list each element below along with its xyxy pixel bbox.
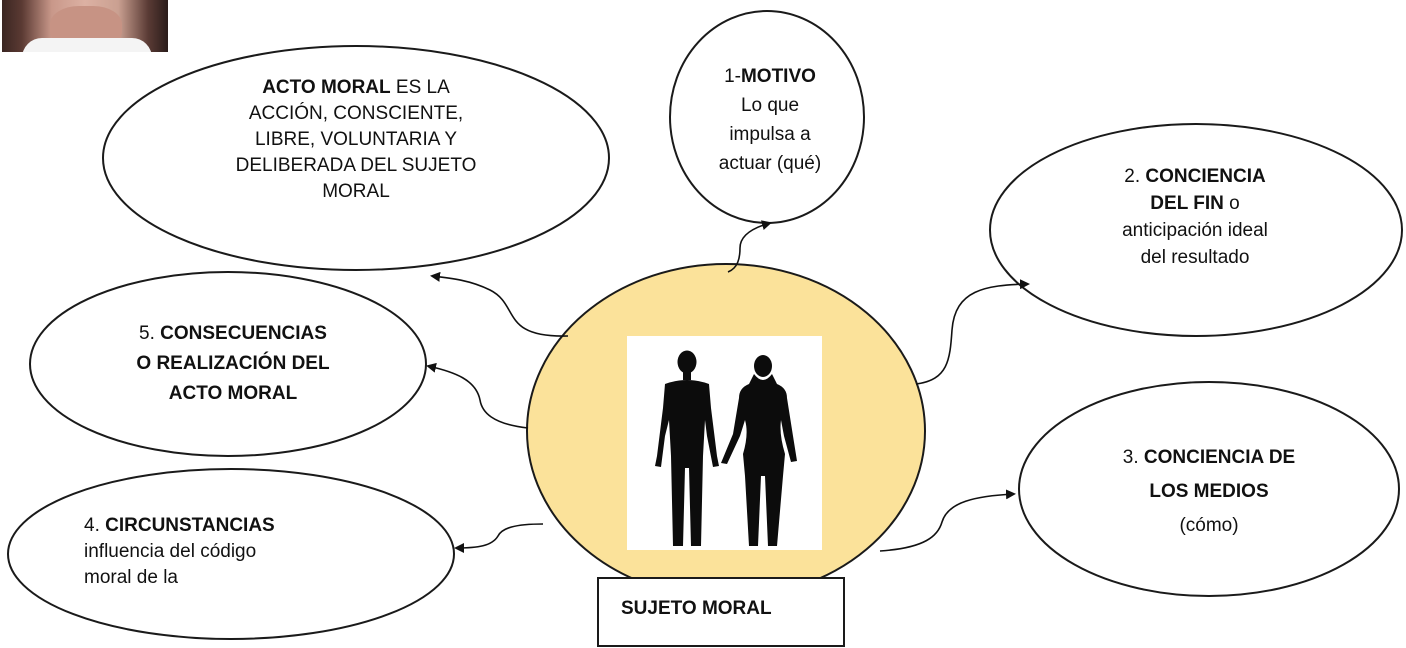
acto-moral-text: ACTO MORAL ES LA ACCIÓN, CONSCIENTE, LIB… (196, 75, 516, 205)
circunstancias-line-2: influencia del código (84, 541, 257, 562)
consecuencias-text: 5. CONSECUENCIAS O REALIZACIÓN DEL ACTO … (98, 319, 368, 409)
consecuencias-number: 5. (139, 323, 161, 344)
acto-moral-ellipse (102, 45, 610, 271)
circunstancias-number: 4. (84, 515, 106, 536)
acto-moral-line-3: LIBRE, VOLUNTARIA Y (254, 129, 458, 150)
conciencia-medios-title-2: LOS MEDIOS (1149, 481, 1269, 502)
consecuencias-title: CONSECUENCIAS (160, 323, 327, 344)
circunstancias-line-1: 4. CIRCUNSTANCIAS (84, 513, 344, 539)
motivo-text: 1-MOTIVO Lo que impulsa a actuar (qué) (690, 62, 850, 190)
conciencia-medios-ellipse (1018, 381, 1400, 597)
conciencia-fin-ellipse (989, 123, 1403, 337)
conciencia-fin-line-2: DEL FIN o (1090, 190, 1300, 217)
conciencia-medios-title: CONCIENCIA DE (1143, 447, 1296, 468)
acto-moral-line-2: ACCIÓN, CONSCIENTE, (248, 103, 464, 124)
arrow-to-conciencia-medios (879, 489, 1016, 552)
acto-moral-line-5: MORAL (322, 181, 390, 202)
person-photo-icon (2, 0, 168, 52)
conciencia-fin-line-2-rest: o (1223, 193, 1240, 214)
consecuencias-line-3: ACTO MORAL (98, 379, 368, 409)
couple-silhouette-icon (655, 350, 797, 546)
conciencia-fin-title: CONCIENCIA (1145, 166, 1266, 187)
arrow-to-circunstancias (454, 523, 544, 553)
consecuencias-title-2: O REALIZACIÓN DEL (136, 353, 330, 374)
arrow-to-conciencia-fin (915, 279, 1030, 385)
conciencia-fin-line-3: anticipación ideal (1122, 220, 1268, 241)
conciencia-medios-line-3: (cómo) (1179, 515, 1239, 536)
motivo-line-1: 1-MOTIVO (690, 62, 850, 91)
conciencia-medios-line-1: 3. CONCIENCIA DE (1090, 441, 1328, 475)
arrow-to-motivo (727, 220, 772, 273)
consecuencias-line-1: 5. CONSECUENCIAS (98, 319, 368, 349)
couple-photo (627, 336, 822, 550)
circunstancias-ellipse (7, 468, 455, 640)
consecuencias-ellipse (29, 271, 427, 457)
acto-moral-line-1: ACTO MORAL ES LA (196, 75, 516, 101)
circunstancias-title: CIRCUNSTANCIAS (105, 515, 275, 536)
motivo-line-3: impulsa a (729, 124, 811, 145)
consecuencias-line-2: O REALIZACIÓN DEL (98, 349, 368, 379)
portrait-shirt (22, 38, 152, 52)
arrow-to-consecuencias (426, 362, 529, 429)
motivo-line-4: actuar (qué) (718, 153, 822, 174)
circunstancias-text: 4. CIRCUNSTANCIAS influencia del código … (84, 513, 344, 591)
acto-moral-title: ACTO MORAL (262, 77, 391, 98)
motivo-line-2: Lo que (740, 95, 800, 116)
conciencia-fin-number: 2. (1124, 166, 1146, 187)
motivo-number: 1- (724, 66, 741, 87)
conciencia-fin-title-2: DEL FIN (1150, 193, 1224, 214)
conciencia-fin-line-1: 2. CONCIENCIA (1090, 163, 1300, 190)
conciencia-medios-number: 3. (1122, 447, 1144, 468)
conciencia-fin-text: 2. CONCIENCIA DEL FIN o anticipación ide… (1090, 163, 1300, 271)
sujeto-moral-label: SUJETO MORAL (621, 598, 772, 619)
acto-moral-line-4: DELIBERADA DEL SUJETO (235, 155, 477, 176)
sujeto-moral-box: SUJETO MORAL (597, 577, 845, 647)
conciencia-fin-line-4: del resultado (1140, 247, 1250, 268)
conciencia-medios-text: 3. CONCIENCIA DE LOS MEDIOS (cómo) (1090, 441, 1328, 543)
consecuencias-title-3: ACTO MORAL (168, 383, 298, 404)
motivo-title: MOTIVO (740, 66, 816, 87)
conciencia-medios-line-2: LOS MEDIOS (1090, 475, 1328, 509)
arrow-to-acto-moral (430, 271, 569, 337)
acto-moral-line-1-rest: ES LA (390, 77, 450, 98)
circunstancias-line-3: moral de la (84, 567, 178, 588)
